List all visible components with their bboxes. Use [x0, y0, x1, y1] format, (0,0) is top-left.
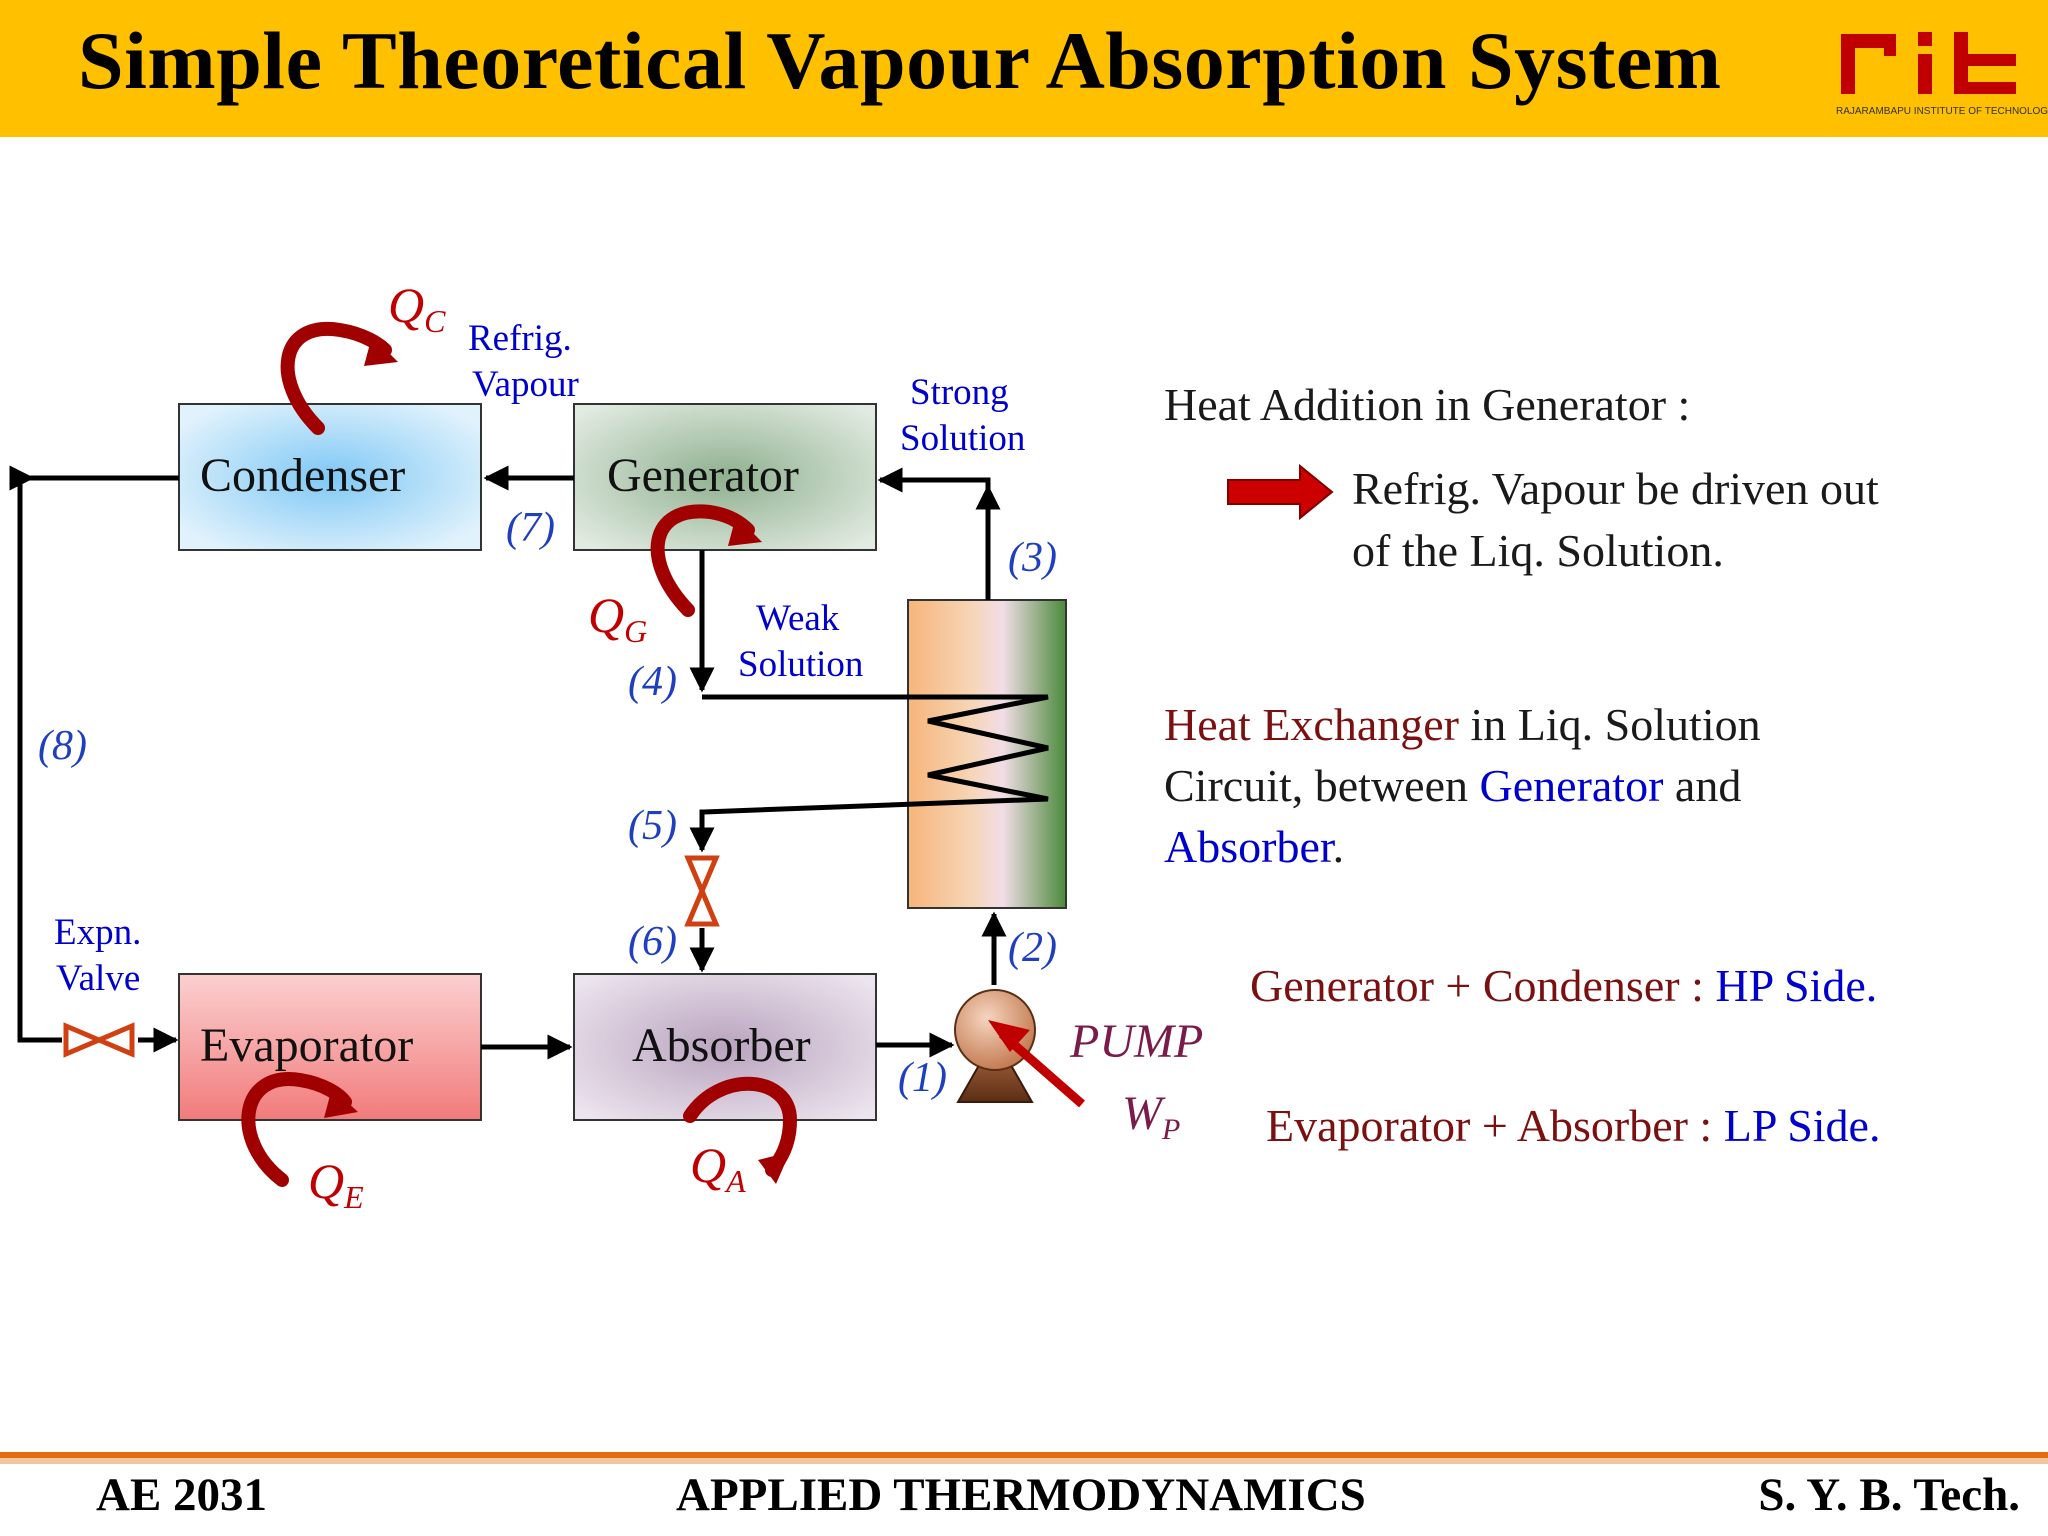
slide-title: Simple Theoretical Vapour Absorption Sys…: [78, 15, 1722, 106]
heat-addition-arrow-icon: [1227, 463, 1334, 521]
expansion-valve-icon: [63, 1022, 135, 1058]
heat-exchanger-box: [907, 599, 1067, 909]
qa-symbol: QA: [690, 1137, 746, 1199]
solution-valve-icon: [684, 855, 720, 927]
generator-label: Generator: [607, 449, 799, 502]
qe-symbol: QE: [308, 1153, 364, 1215]
weak-solution-label-line2: Solution: [738, 644, 864, 685]
pump-work-symbol: WP: [1122, 1087, 1181, 1146]
state-point-3: (3): [1008, 535, 1057, 581]
condenser-label: Condenser: [200, 449, 406, 502]
footer-class: S. Y. B. Tech.: [1758, 1469, 2020, 1521]
strong-solution-label-line1: Strong: [910, 372, 1009, 413]
pump-work-arrow-icon: [988, 1020, 1030, 1052]
state-point-8: (8): [38, 723, 87, 769]
refrig-vapour-label-line2: Vapour: [472, 364, 579, 405]
footer-course-code: AE 2031: [96, 1469, 268, 1521]
refrig-vapour-label-line1: Refrig.: [468, 318, 572, 359]
footer-rule-shadow: [0, 1458, 2048, 1464]
heat-exchanger-note-line1: Heat Exchanger in Liq. Solution: [1164, 699, 1761, 750]
state-point-2: (2): [1008, 925, 1057, 971]
heat-addition-line2: of the Liq. Solution.: [1352, 525, 1724, 576]
qc-symbol: QC: [388, 277, 446, 339]
weak-solution-label-line1: Weak: [756, 598, 840, 639]
heat-addition-title: Heat Addition in Generator :: [1164, 379, 1691, 430]
footer-rule: [0, 1452, 2048, 1458]
state-point-1: (1): [898, 1055, 947, 1101]
state-point-4: (4): [628, 659, 677, 705]
footer-course-name: APPLIED THERMODYNAMICS: [676, 1469, 1366, 1521]
hp-side-note: Generator + Condenser : HP Side.: [1250, 960, 1878, 1011]
lp-side-note: Evaporator + Absorber : LP Side.: [1266, 1100, 1881, 1151]
expansion-valve-label-line1: Expn.: [54, 912, 142, 953]
absorber-box: [573, 973, 877, 1121]
heat-exchanger-note-line3: Absorber.: [1164, 821, 1345, 872]
strong-solution-label-line2: Solution: [900, 418, 1026, 459]
expansion-valve-label-line2: Valve: [56, 958, 141, 999]
evaporator-label: Evaporator: [200, 1019, 414, 1072]
qg-symbol: QG: [588, 587, 648, 649]
rit-logo: [1841, 32, 2016, 94]
state-point-6: (6): [628, 919, 677, 965]
heat-exchanger-coil: [703, 694, 1049, 815]
absorber-label: Absorber: [632, 1019, 811, 1072]
heat-exchanger-note-line2: Circuit, between Generator and: [1164, 760, 1742, 811]
state-point-5: (5): [628, 803, 677, 849]
generator-box: [573, 403, 877, 551]
pump-label: PUMP: [1070, 1015, 1204, 1068]
logo-caption: RAJARAMBAPU INSTITUTE OF TECHNOLOGY: [1836, 106, 2048, 117]
heat-addition-line1: Refrig. Vapour be driven out: [1352, 463, 1879, 514]
title-bar: [0, 0, 2048, 137]
state-point-7: (7): [506, 505, 555, 551]
